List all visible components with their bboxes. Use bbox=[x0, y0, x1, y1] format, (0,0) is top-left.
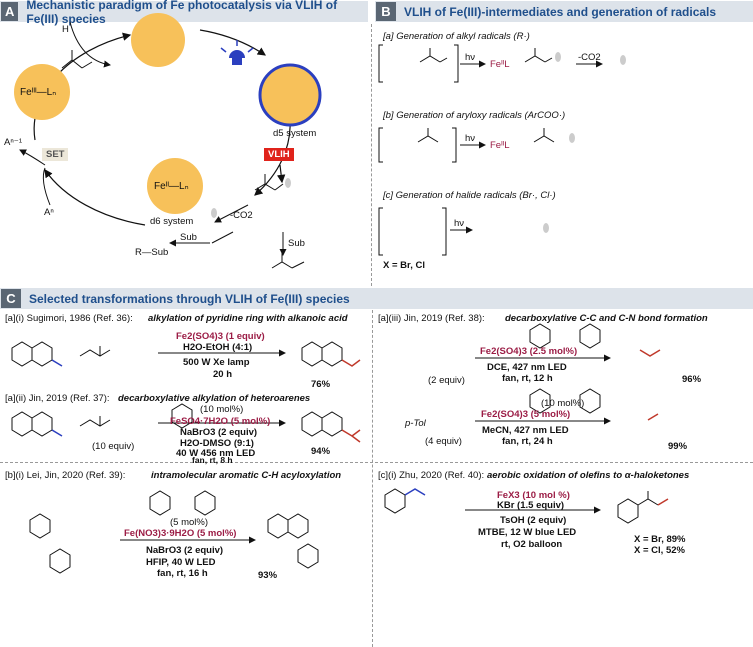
divider-ab bbox=[371, 24, 372, 286]
panel-c-title: Selected transformations through VLIH of… bbox=[29, 291, 350, 306]
panel-a-an: Aⁿ bbox=[44, 207, 54, 218]
c-ai-desc: alkylation of pyridine ring with alkanoi… bbox=[148, 313, 348, 324]
panel-a-title: Mechanistic paradigm of Fe photocatalysi… bbox=[26, 0, 338, 26]
panel-a-co2: -CO2 bbox=[230, 210, 253, 221]
divider-c-horizontal bbox=[0, 462, 753, 463]
c-aiii-equiv1: (2 equiv) bbox=[428, 375, 465, 386]
panel-a-vlih-tag: VLIH bbox=[264, 148, 294, 161]
c-ci-kbr: KBr (1.5 equiv) bbox=[497, 500, 565, 511]
panel-b-header: B VLIH of Fe(III)-intermediates and gene… bbox=[375, 1, 753, 22]
panel-a-fe2ln: Feᴵᴵ—Lₙ bbox=[154, 181, 189, 192]
c-bi-lig: (5 mol%) bbox=[170, 517, 209, 528]
c-ai-yield: 76% bbox=[311, 379, 331, 390]
c-ci-ref: [c](i) Zhu, 2020 (Ref. 40): bbox=[378, 470, 485, 481]
panel-a-sub2: Sub bbox=[288, 238, 305, 249]
panel-a-d6-label: d6 system bbox=[150, 216, 194, 227]
c-aii-ox: NaBrO3 (2 equiv) bbox=[180, 427, 258, 438]
c-aiii-lig2: (10 mol%) bbox=[541, 398, 585, 409]
c-bi-ox: NaBrO3 (2 equiv) bbox=[146, 545, 224, 556]
c-ai-ref: [a](i) Sugimori, 1986 (Ref. 36): bbox=[5, 313, 133, 324]
panel-a-header: A Mechanistic paradigm of Fe photocataly… bbox=[0, 0, 368, 26]
c-aiii-time1: fan, rt, 12 h bbox=[502, 373, 553, 384]
c-aii-yield: 94% bbox=[311, 446, 331, 457]
c-ci-y1: X = Br, 89% bbox=[634, 534, 686, 545]
c-bi-yield: 93% bbox=[258, 570, 278, 581]
panel-b-co2: -CO2 bbox=[578, 52, 601, 63]
c-aiii-yield1: 96% bbox=[682, 374, 702, 385]
c-aiii-cat1: Fe2(SO4)3 (2.5 mol%) bbox=[480, 346, 578, 357]
panel-b-hv-b: hν bbox=[465, 133, 476, 144]
c-aii-cat: FeSO4·7H2O (5 mol%) bbox=[170, 416, 271, 427]
panel-a-rsub: R—Sub bbox=[135, 247, 169, 258]
c-aiii-time2: fan, rt, 24 h bbox=[502, 436, 553, 447]
c-ai-solv: H2O-EtOH (4:1) bbox=[183, 342, 253, 353]
c-ci-light: MTBE, 12 W blue LED bbox=[478, 527, 577, 538]
panel-b-line-b: [b] Generation of aryloxy radicals (ArCO… bbox=[383, 110, 566, 121]
panel-a-d5-label: d5 system bbox=[273, 128, 317, 139]
panel-c-header: C Selected transformations through VLIH … bbox=[0, 288, 753, 309]
c-bi-desc: intramolecular aromatic C-H acyloxylatio… bbox=[151, 470, 342, 481]
panel-b-line-c: [c] Generation of halide radicals (Br·, … bbox=[383, 190, 556, 201]
panel-a-sub1: Sub bbox=[180, 232, 197, 243]
panel-a-badge: A bbox=[1, 2, 19, 21]
c-aii-desc: decarboxylative alkylation of heteroaren… bbox=[118, 393, 311, 404]
c-aiii-desc: decarboxylative C-C and C-N bond formati… bbox=[505, 313, 708, 324]
panel-b-fel-b: FeᴵᴵL bbox=[490, 140, 510, 151]
c-aiii-cond1: DCE, 427 nm LED bbox=[487, 362, 567, 373]
divider-c-vertical bbox=[372, 310, 373, 647]
panel-a-set-tag: SET bbox=[42, 148, 69, 161]
c-bi-cond: fan, rt, 16 h bbox=[157, 568, 208, 579]
panel-c-badge: C bbox=[1, 289, 21, 308]
panel-b-title: VLIH of Fe(III)-intermediates and genera… bbox=[404, 4, 717, 19]
c-aii-ref: [a](ii) Jin, 2019 (Ref. 37): bbox=[5, 393, 110, 404]
c-aiii-cond2: MeCN, 427 nm LED bbox=[482, 425, 569, 436]
panel-b-fel-a: FeᴵᴵL bbox=[490, 59, 510, 70]
panel-b-hv-a: hν bbox=[465, 52, 476, 63]
c-ci-desc: aerobic oxidation of olefins to α-haloke… bbox=[487, 470, 690, 481]
c-aiii-cat2: Fe2(SO4)3 (5 mol%) bbox=[481, 409, 571, 420]
c-aii-light: 40 W 456 nm LED bbox=[176, 448, 256, 459]
c-ai-time: 20 h bbox=[213, 369, 233, 380]
c-aii-lig: (10 mol%) bbox=[200, 404, 244, 415]
c-ci-cond: rt, O2 balloon bbox=[501, 539, 563, 550]
c-aiii-equiv2: (4 equiv) bbox=[425, 436, 462, 447]
panel-b-xbrcl: X = Br, Cl bbox=[383, 260, 425, 271]
c-aiii-ptol: p-Tol bbox=[405, 418, 426, 429]
c-ci-y2: X = Cl, 52% bbox=[634, 545, 685, 556]
c-aii-equiv: (10 equiv) bbox=[92, 441, 135, 452]
c-bi-ref: [b](i) Lei, Jin, 2020 (Ref. 39): bbox=[5, 470, 126, 481]
c-ci-acid: TsOH (2 equiv) bbox=[500, 515, 567, 526]
panel-b-line-a: [a] Generation of alkyl radicals (R·) bbox=[383, 31, 530, 42]
panel-b-hv-c: hν bbox=[454, 218, 465, 229]
c-ai-cat: Fe2(SO4)3 (1 equiv) bbox=[176, 331, 265, 342]
c-ci-cat: FeX3 (10 mol %) bbox=[497, 490, 570, 501]
c-bi-cat: Fe(NO3)3·9H2O (5 mol%) bbox=[124, 528, 237, 539]
panel-a-hplus: H bbox=[62, 24, 69, 35]
c-bi-light: HFIP, 40 W LED bbox=[146, 557, 216, 568]
c-aiii-ref: [a](iii) Jin, 2019 (Ref. 38): bbox=[378, 313, 485, 324]
c-aii-cond: fan, rt, 8 h bbox=[192, 455, 233, 465]
c-aiii-yield2: 99% bbox=[668, 441, 688, 452]
c-ai-light: 500 W Xe lamp bbox=[183, 357, 250, 368]
panel-a-fe3ln: Feᴵᴵᴵ—Lₙ bbox=[20, 87, 57, 98]
panel-b-badge: B bbox=[376, 2, 396, 21]
c-aii-solv: H2O-DMSO (9:1) bbox=[180, 438, 254, 449]
panel-a-an1: Aⁿ⁻¹ bbox=[4, 137, 22, 148]
